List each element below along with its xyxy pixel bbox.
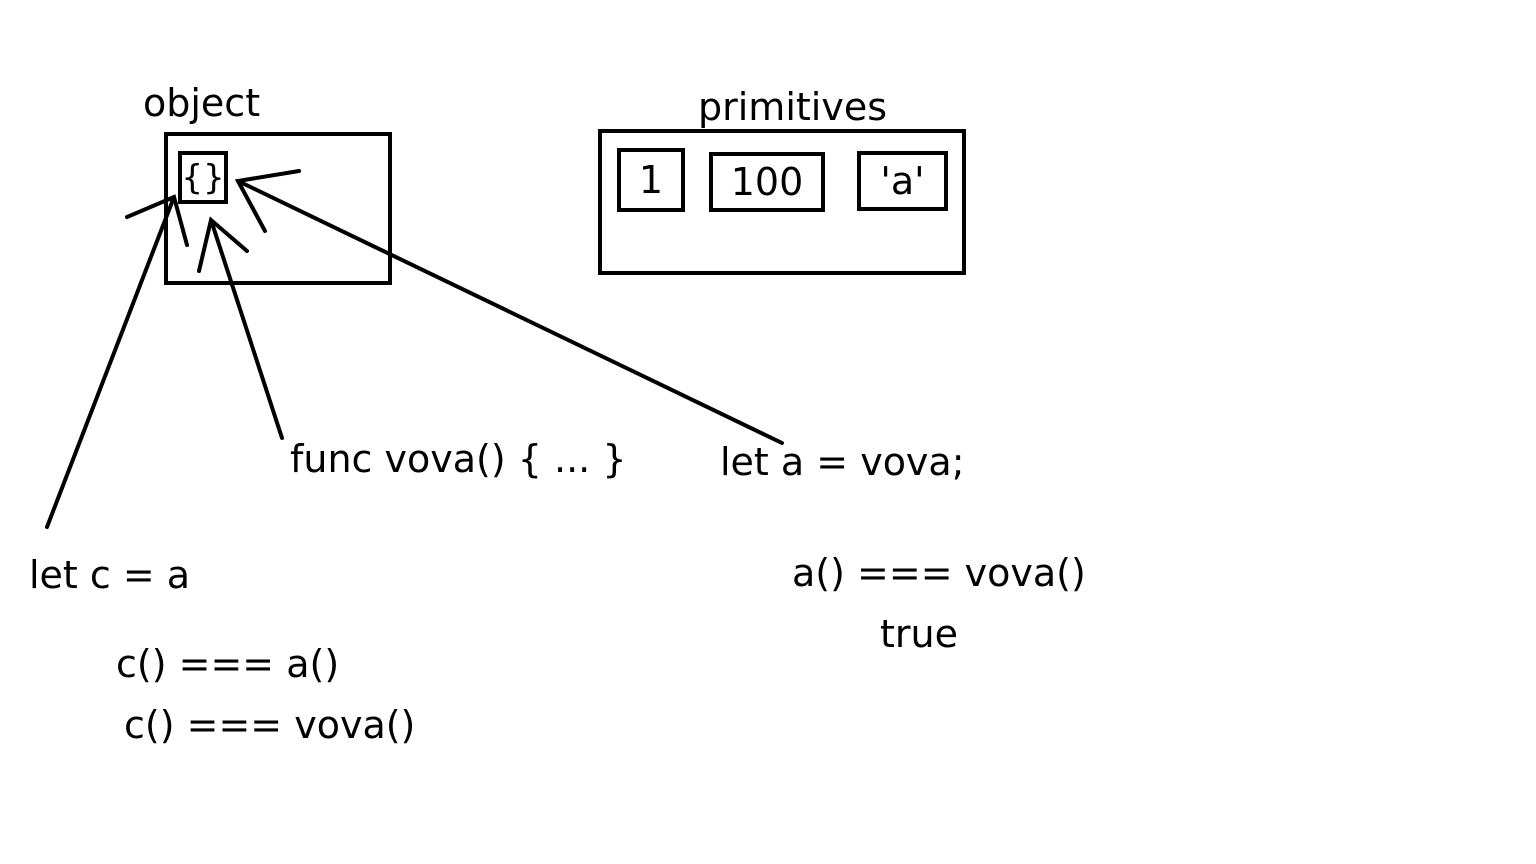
arrow-let-a-head: [234, 169, 301, 233]
object-cell: {}: [178, 151, 228, 204]
object-label: object: [143, 81, 261, 125]
primitives-label: primitives: [698, 85, 887, 129]
let-c-statement: let c = a: [29, 553, 191, 597]
arrow-let-a: [236, 179, 784, 445]
compare-a-vova: a() === vova(): [792, 551, 1086, 595]
arrow-func-vova-head: [197, 216, 249, 273]
compare-c-vova: c() === vova(): [124, 703, 416, 747]
primitive-cell-100: 100: [709, 152, 825, 212]
func-declaration: func vova() { ... }: [290, 437, 627, 481]
arrow-func-vova: [209, 218, 284, 440]
arrow-let-c: [45, 195, 176, 529]
compare-c-a: c() === a(): [116, 642, 340, 686]
result-true: true: [880, 612, 958, 656]
let-a-statement: let a = vova;: [720, 440, 965, 484]
primitive-cell-1: 1: [617, 148, 685, 212]
primitive-cell-a: 'a': [857, 151, 948, 211]
primitives-box: [598, 129, 966, 275]
arrow-let-c-head: [125, 194, 189, 247]
object-box: [164, 132, 392, 285]
